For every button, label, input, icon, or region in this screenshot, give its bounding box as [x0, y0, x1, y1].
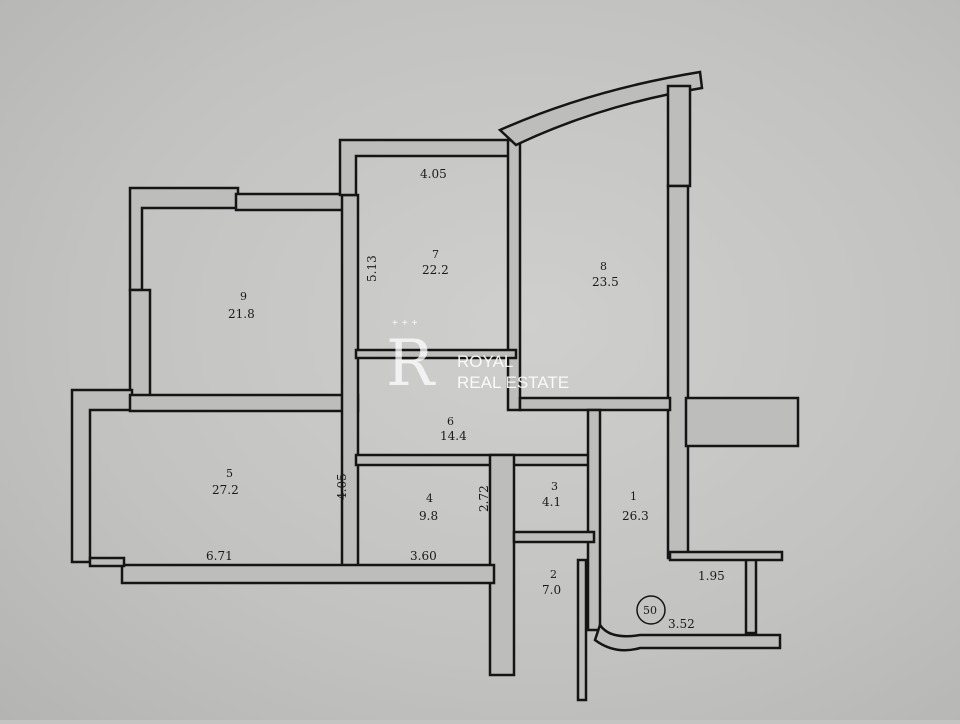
dim-room4-height: 2.72 — [477, 485, 491, 512]
dim-room5-width: 6.71 — [206, 549, 233, 563]
watermark-letter: R — [386, 327, 435, 401]
room-6-number: 6 — [447, 415, 454, 428]
walls — [70, 70, 800, 702]
room-7-number: 7 — [432, 248, 439, 261]
room-2-number: 2 — [550, 568, 557, 581]
room-5-area: 27.2 — [212, 483, 239, 497]
dim-room7-width: 4.05 — [420, 167, 447, 181]
room-9-area: 21.8 — [228, 307, 255, 321]
room-5-number: 5 — [226, 467, 233, 480]
dimension-labels: 4.05 5.13 4.05 6.71 3.60 2.72 1.95 3.52 — [206, 167, 725, 631]
marker-circle: 50 — [636, 595, 666, 625]
watermark-line2: REAL ESTATE — [457, 373, 570, 392]
dim-room7-height: 5.13 — [365, 255, 379, 282]
room-4-number: 4 — [426, 492, 433, 505]
room-3-number: 3 — [551, 480, 558, 493]
room-4-area: 9.8 — [419, 509, 438, 523]
room-6-area: 14.4 — [440, 429, 467, 443]
room-8-area: 23.5 — [592, 275, 619, 289]
dim-room4-width: 3.60 — [410, 549, 437, 563]
dim-hall-width: 1.95 — [698, 569, 725, 583]
svg-text:50: 50 — [643, 604, 657, 617]
dim-room5-height: 4.05 — [335, 473, 349, 500]
dim-balcony-width: 3.52 — [668, 617, 695, 631]
room-9-number: 9 — [240, 290, 247, 303]
room-7-area: 22.2 — [422, 263, 449, 277]
room-3-area: 4.1 — [542, 495, 561, 509]
watermark-line1: ROYAL — [457, 352, 514, 371]
room-1-number: 1 — [630, 490, 637, 503]
room-labels: 1 26.3 2 7.0 3 4.1 4 9.8 5 27.2 6 14.4 7… — [212, 248, 649, 597]
room-8-number: 8 — [600, 260, 607, 273]
room-1-area: 26.3 — [622, 509, 649, 523]
room-2-area: 7.0 — [542, 583, 561, 597]
watermark-stars: +++ — [392, 318, 422, 329]
